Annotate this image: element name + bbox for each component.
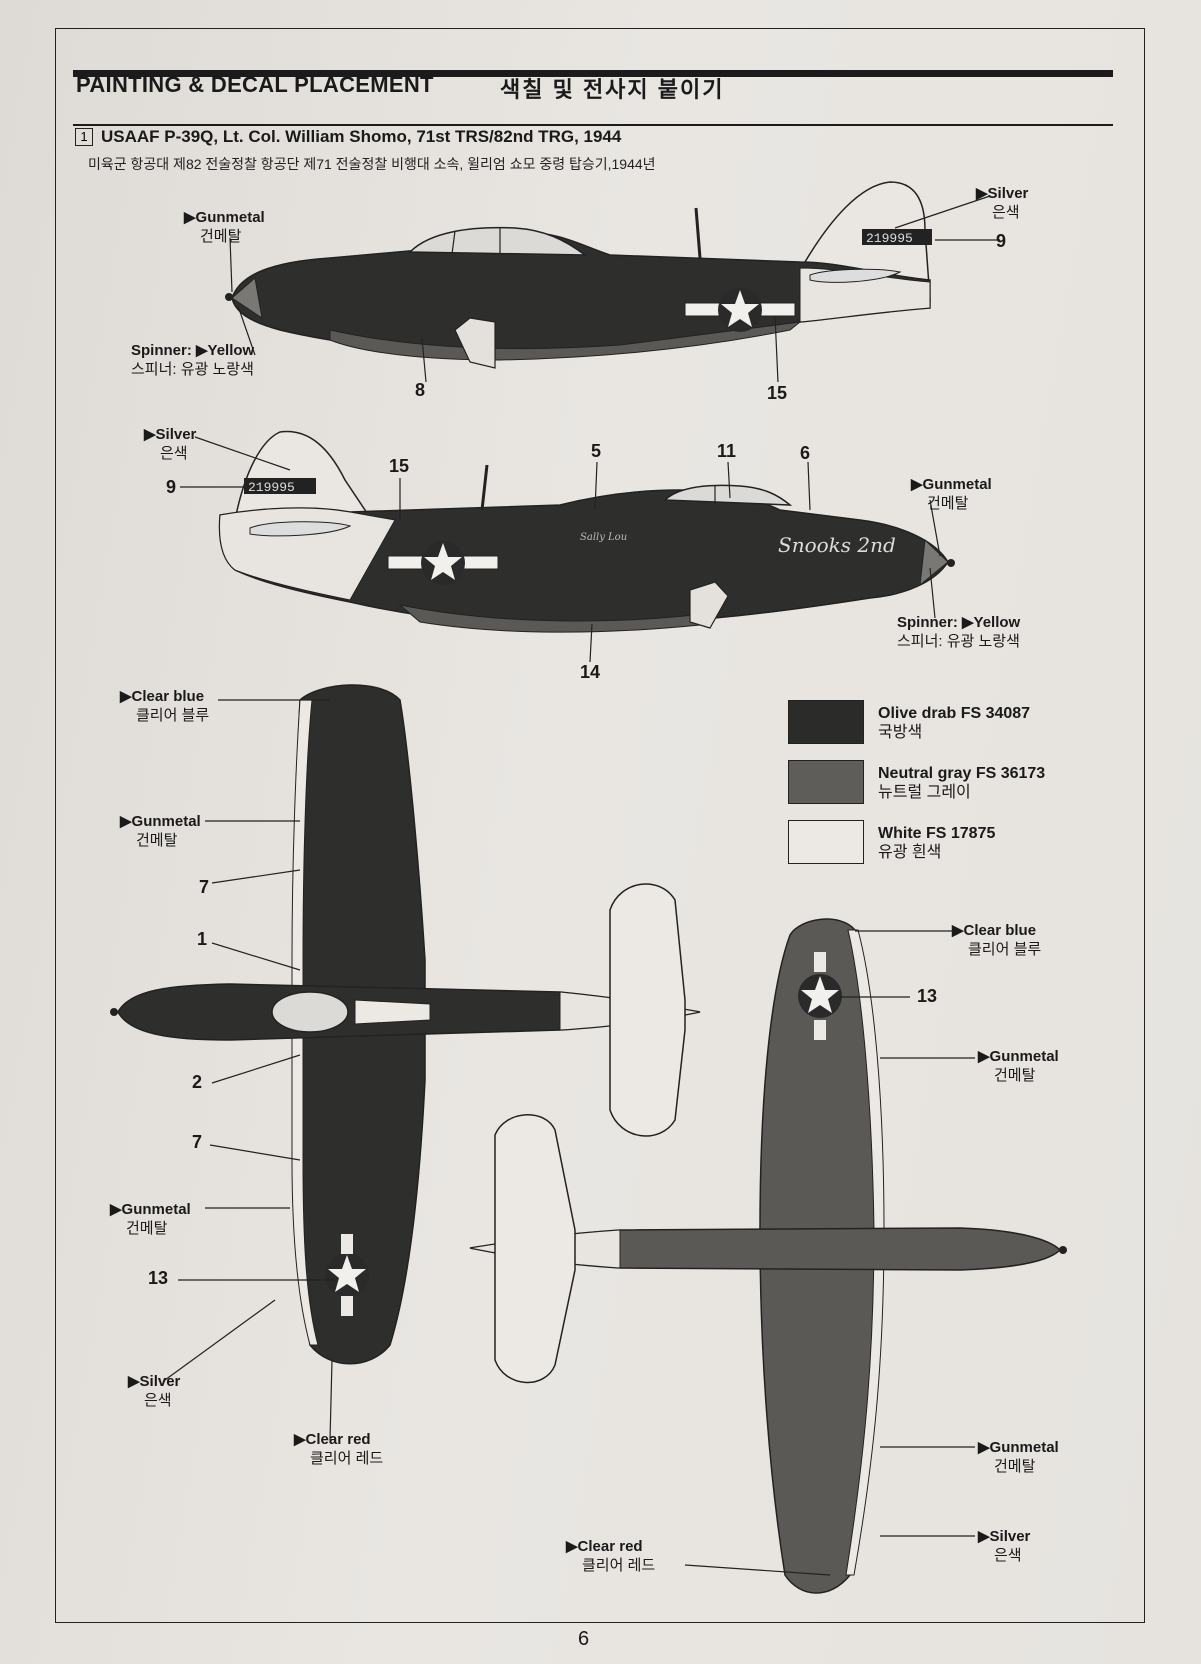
decal-2: 2: [192, 1072, 203, 1092]
scheme-title-kr: 미육군 항공대 제82 전술정찰 항공단 제71 전술정찰 비행대 소속, 윌리…: [88, 156, 656, 172]
legend-label: Olive drab FS 34087: [878, 705, 1031, 722]
decal-15-b: 15: [389, 456, 410, 476]
leader-lines: [164, 195, 1000, 1576]
legend-label-kr: 국방색: [878, 724, 923, 741]
serial-number-left: 219995: [866, 231, 913, 246]
decal-15-a: 15: [767, 383, 788, 403]
scheme-title: USAAF P-39Q, Lt. Col. William Shomo, 71s…: [101, 127, 622, 146]
page-frame: [55, 28, 1145, 1623]
legend-swatch: [788, 700, 864, 744]
decal-14: 14: [580, 662, 601, 682]
serial-number-right: 219995: [248, 480, 295, 495]
legend-swatch: [788, 760, 864, 804]
page-number: 6: [578, 1628, 590, 1650]
legend-label: White FS 17875: [878, 825, 996, 842]
decal-1: 1: [197, 929, 208, 949]
decal-9-b: 9: [166, 477, 177, 497]
decal-7-a: 7: [199, 877, 210, 897]
decal-8: 8: [415, 380, 426, 400]
decal-7-b: 7: [192, 1132, 203, 1152]
nose-art: Snooks 2nd: [778, 533, 896, 557]
cockpit-art: Sally Lou: [580, 532, 627, 543]
decal-5: 5: [591, 441, 602, 461]
decal-9-a: 9: [996, 231, 1007, 251]
scheme-index: 1: [75, 128, 93, 146]
header-underline: [73, 124, 1113, 126]
legend-label: Neutral gray FS 36173: [878, 765, 1046, 782]
legend-label-kr: 유광 흰색: [878, 844, 942, 861]
decal-13-b: 13: [917, 986, 938, 1006]
page-title-kr: 색칠 및 전사지 붙이기: [500, 77, 725, 102]
side-view-left: 219995: [225, 181, 932, 369]
legend-swatch: [788, 820, 864, 864]
bottom-view: [469, 918, 1067, 1594]
top-view: [110, 684, 701, 1365]
header-rule: [73, 70, 1113, 77]
decal-6: 6: [800, 443, 811, 463]
page-title: PAINTING & DECAL PLACEMENT: [76, 72, 434, 97]
decal-11: 11: [717, 441, 737, 461]
legend-label-kr: 뉴트럴 그레이: [878, 784, 971, 801]
side-view-right: 219995 Snooks 2nd Sally Lou: [218, 430, 955, 633]
decal-13-a: 13: [148, 1268, 169, 1288]
